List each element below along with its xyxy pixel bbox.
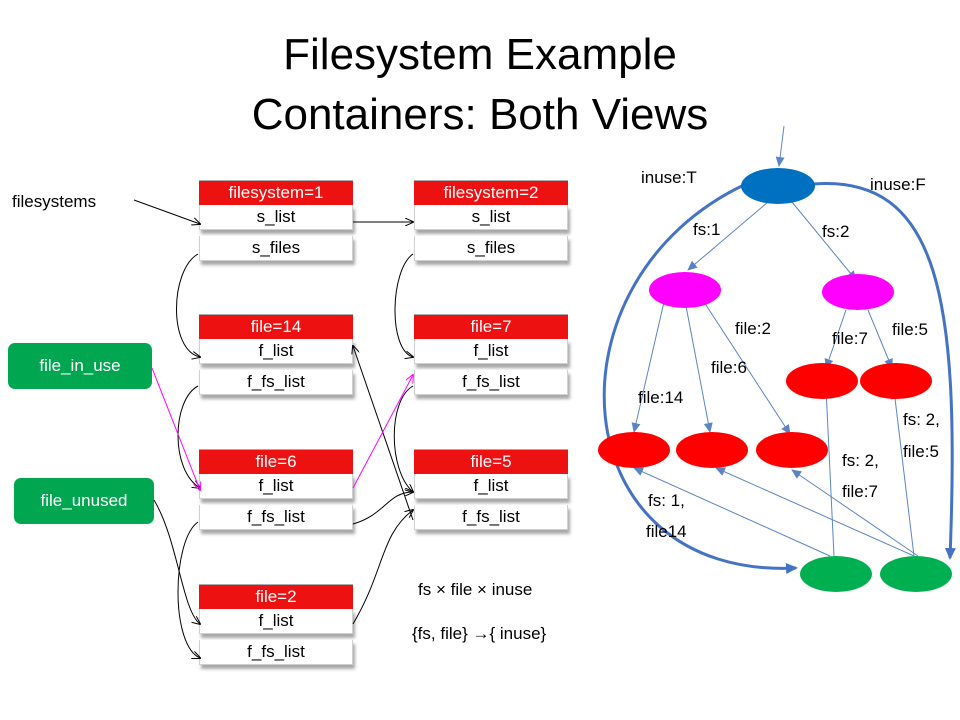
struct-field-f-fs-list: f_fs_list (414, 370, 568, 395)
struct-file-5: file=5 f_list f_fs_list (414, 449, 568, 536)
file14-node (598, 432, 670, 468)
edge-unused-to-file6-node (715, 467, 915, 557)
label-fs2-file7-b: file:7 (842, 482, 878, 501)
file5-node (860, 363, 932, 399)
edge-inuse-to-file7-node (821, 387, 835, 557)
struct-field-f-list: f_list (199, 474, 353, 499)
label-fs2-file5-a: fs: 2, (903, 410, 940, 429)
arrow-fs1-sfiles-to-file14 (176, 253, 201, 357)
struct-field-s-files: s_files (199, 236, 353, 261)
title-line-2: Containers: Both Views (251, 90, 709, 139)
edge-root-to-inuse-true (602, 182, 798, 574)
root-node (741, 168, 815, 204)
struct-field-s-list: s_list (199, 205, 353, 230)
struct-field-f-fs-list: f_fs_list (199, 640, 353, 665)
file2-node (756, 432, 828, 468)
label-file5: file:5 (892, 320, 928, 339)
arrow-inuse-to-file6 (151, 367, 200, 490)
formula-mapping: {fs, file} →{ inuse} (412, 624, 547, 643)
arrow-fs2-sfiles-to-file7 (394, 253, 413, 357)
edge-root-to-fs2 (791, 201, 857, 281)
title-line-1: Filesystem Example (283, 30, 677, 79)
file-unused-label: file_unused (14, 478, 154, 524)
inuse-false-node (880, 556, 952, 592)
struct-field-f-list: f_list (414, 339, 568, 364)
label-inuse-t: inuse:T (641, 168, 697, 187)
arrow-file14-flist-from-file5 (353, 346, 414, 521)
struct-field-s-list: s_list (414, 205, 568, 230)
fs1-node (649, 272, 721, 308)
struct-file-2: file=2 f_list f_fs_list (199, 584, 353, 671)
inuse-true-node (800, 556, 872, 592)
formula-product: fs × file × inuse (418, 580, 533, 599)
struct-head: filesystem=2 (414, 180, 568, 205)
struct-file-14: file=14 f_list f_fs_list (199, 314, 353, 401)
label-fs1-file14-b: file14 (646, 522, 687, 541)
arrow-file14-fslist-to-file6 (177, 385, 200, 488)
struct-file-6: file=6 f_list f_fs_list (199, 449, 353, 536)
edge-fs2-to-file7 (824, 309, 847, 369)
struct-head: file=6 (199, 449, 353, 474)
struct-filesystem-1: filesystem=1 s_list s_files (199, 180, 353, 267)
label-fs2: fs:2 (822, 222, 850, 241)
edge-fs1-to-file2 (703, 301, 791, 435)
struct-file-7: file=7 f_list f_fs_list (414, 314, 568, 401)
struct-head: file=14 (199, 314, 353, 339)
arrow-unused-to-file2 (153, 499, 200, 624)
edge-entry-to-root (775, 125, 785, 167)
edge-unused-to-file5-node (890, 389, 915, 557)
struct-field-f-fs-list: f_fs_list (199, 370, 353, 395)
label-fs2-file5-b: file:5 (903, 442, 939, 461)
file-in-use-label: file_in_use (8, 343, 152, 389)
label-inuse-f: inuse:F (870, 175, 926, 194)
edge-fs1-to-file6 (685, 305, 713, 433)
file6-node (676, 432, 748, 468)
struct-head: file=5 (414, 449, 568, 474)
edge-fs2-to-file5 (867, 309, 893, 369)
arrow-file7-fslist-to-file5 (393, 385, 413, 492)
struct-head: filesystem=1 (199, 180, 353, 205)
struct-field-f-list: f_list (414, 474, 568, 499)
edge-root-to-fs1 (687, 201, 769, 271)
fs2-node (822, 274, 894, 310)
struct-field-f-list: f_list (199, 339, 353, 364)
struct-field-f-fs-list: f_fs_list (199, 505, 353, 530)
edge-root-to-inuse-false (813, 182, 956, 560)
edge-fs1-to-file14 (631, 301, 665, 433)
struct-field-s-files: s_files (414, 236, 568, 261)
label-fs1-file14-a: fs: 1, (648, 491, 685, 510)
label-fs2-file7-a: fs: 2, (842, 451, 879, 470)
struct-head: file=2 (199, 584, 353, 609)
label-file6: file:6 (711, 358, 747, 377)
arrow-file6-fslist-to-file2 (177, 521, 200, 658)
struct-field-f-fs-list: f_fs_list (414, 505, 568, 530)
arrow-file6-flist-to-file7 (352, 375, 413, 489)
arrow-filesystems-to-fs1 (133, 199, 200, 224)
struct-field-f-list: f_list (199, 609, 353, 634)
edge-unused-to-file2-node (791, 469, 919, 557)
label-file14: file:14 (638, 388, 684, 407)
struct-filesystem-2: filesystem=2 s_list s_files (414, 180, 568, 267)
edge-inuse-to-file14-node (633, 467, 831, 557)
label-file2: file:2 (735, 319, 771, 338)
arrow-file6-fslist-to-file5 (352, 492, 413, 525)
struct-head: file=7 (414, 314, 568, 339)
arrow-file2-flist-to-file5 (352, 510, 413, 625)
label-file7: file:7 (832, 329, 868, 348)
filesystems-label: filesystems (12, 192, 97, 211)
label-fs1: fs:1 (693, 220, 721, 239)
file7-node (786, 363, 858, 399)
